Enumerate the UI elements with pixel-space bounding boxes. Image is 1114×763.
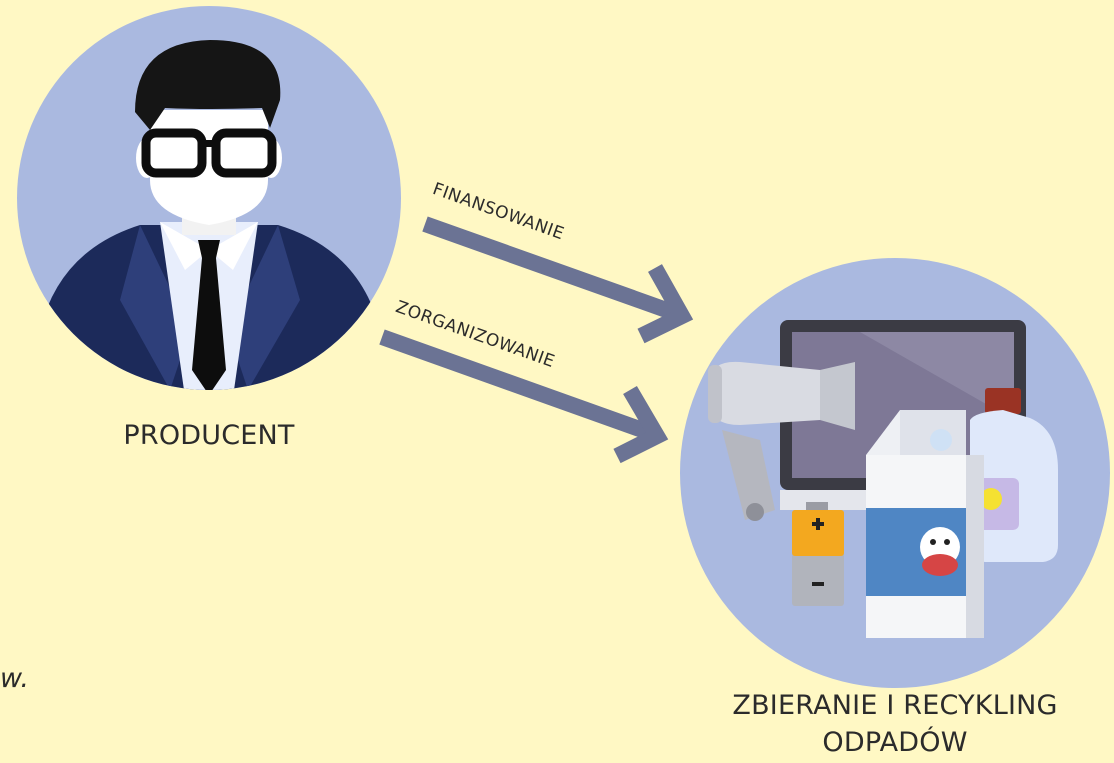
clipped-text-fragment: w. <box>0 663 29 694</box>
producer-node <box>17 6 401 390</box>
cow-icon <box>920 527 960 576</box>
battery-icon <box>792 502 844 606</box>
glasses-icon <box>141 128 207 178</box>
arrow-organizing <box>379 329 669 464</box>
hair-dryer-icon <box>708 361 855 521</box>
collection-label-line1: ZBIERANIE I RECYKLING <box>732 690 1058 721</box>
producer-label: PRODUCENT <box>123 420 295 451</box>
collection-node <box>680 258 1110 688</box>
detergent-bottle-icon <box>970 388 1058 562</box>
arrow-financing <box>422 216 694 344</box>
collection-label-line2: ODPADÓW <box>822 727 968 758</box>
milk-carton-icon <box>866 410 984 638</box>
